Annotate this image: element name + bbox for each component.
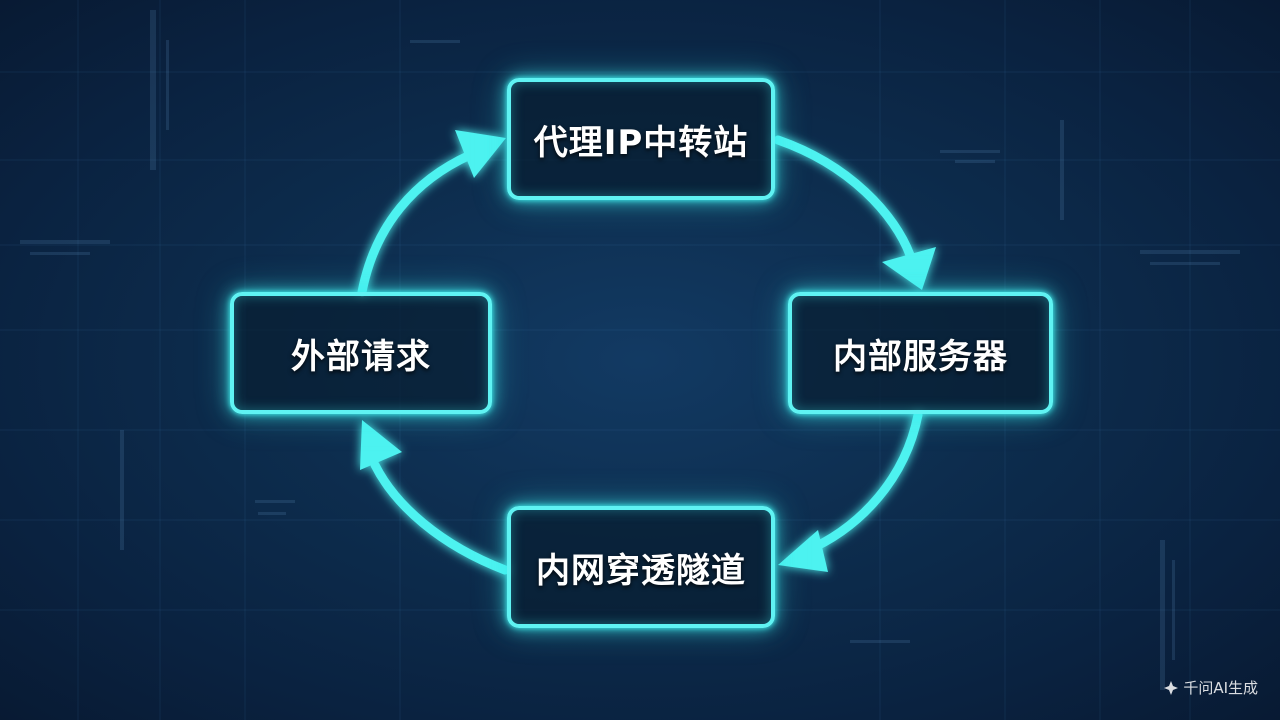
node-external-request-label: 外部请求	[291, 336, 431, 377]
arrow-right-to-bottom	[810, 410, 923, 552]
arrowhead-left	[360, 420, 402, 470]
node-external-request: 外部请求	[230, 292, 492, 414]
arrowhead-bottom	[778, 530, 828, 572]
node-tunnel-label: 内网穿透隧道	[536, 550, 746, 591]
watermark-text: 千问AI生成	[1183, 679, 1258, 697]
sparkle-logo-icon	[1164, 680, 1179, 695]
arrow-left-to-top	[357, 150, 475, 297]
node-proxy-relay: 代理IP中转站	[507, 78, 775, 200]
arrow-top-to-right	[773, 135, 915, 260]
arrowhead-top	[455, 130, 506, 178]
arrowhead-right	[882, 247, 936, 290]
watermark: 千问AI生成	[1163, 677, 1258, 698]
node-internal-server-label: 内部服务器	[833, 336, 1008, 377]
node-internal-server: 内部服务器	[788, 292, 1053, 414]
node-proxy-relay-label: 代理IP中转站	[533, 122, 749, 163]
node-tunnel: 内网穿透隧道	[507, 506, 775, 628]
arrow-bottom-to-left	[370, 460, 510, 575]
